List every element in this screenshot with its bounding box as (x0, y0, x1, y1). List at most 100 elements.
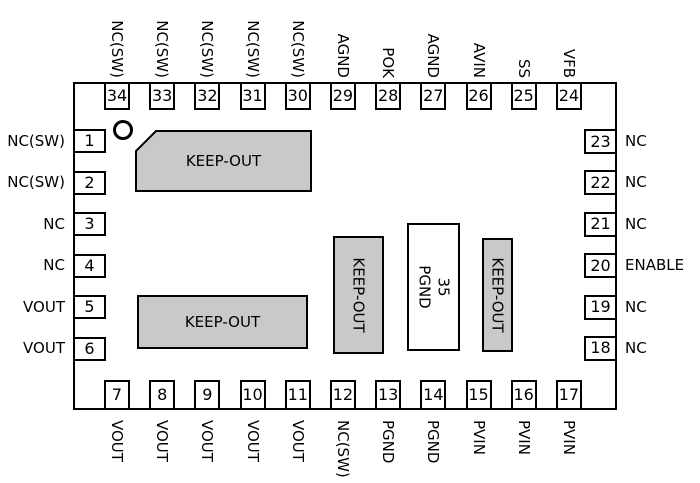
pin-label-wrap: PGND (377, 420, 399, 483)
pin-number: 18 (590, 338, 611, 358)
pin1-marker-circle (113, 120, 133, 140)
pin-box: 28 (375, 82, 402, 110)
pin-box: 15 (465, 380, 492, 410)
pin-box: 7 (104, 380, 130, 410)
pin-box: 23 (584, 129, 617, 154)
pin-number: 14 (423, 385, 444, 404)
pin-number: 30 (287, 86, 308, 105)
pin-number: 32 (197, 86, 218, 105)
pin-box: 16 (510, 380, 537, 410)
pin-unit-33: NC(SW) 33 (149, 0, 176, 110)
pin-label: PVIN (514, 420, 533, 455)
pin-number: 23 (590, 131, 611, 151)
pin-box: 30 (284, 82, 311, 110)
pin-box: 8 (149, 380, 176, 410)
pin-label-wrap: VOUT (106, 420, 128, 483)
pin-label: NC (625, 338, 647, 357)
pin-box: 18 (584, 335, 617, 361)
pin-label-wrap: AGND (422, 0, 444, 78)
pin-label: NC(SW) (153, 20, 172, 78)
pin-label: SS (514, 58, 533, 78)
pin-number: 13 (377, 385, 399, 404)
pin-number: 27 (423, 86, 444, 105)
pin-box: 13 (375, 380, 402, 410)
pin-number: 29 (332, 86, 354, 105)
pin-number: 2 (84, 172, 95, 192)
pin-box: 10 (239, 380, 266, 410)
pin-label: VOUT (108, 420, 126, 462)
keepout-region-top-left: KEEP-OUT (135, 130, 312, 192)
pin-number: 5 (84, 297, 95, 317)
pin-label-wrap: VOUT (242, 420, 264, 483)
keepout-label: KEEP-OUT (185, 152, 262, 170)
pin-unit-34: NC(SW) 34 (104, 0, 130, 110)
pin-box: 26 (465, 82, 492, 110)
pin-box: 14 (420, 380, 447, 410)
pin-number: 22 (590, 172, 611, 192)
pin-label: PVIN (469, 420, 488, 455)
pin-box: 19 (584, 294, 617, 320)
thermal-pad-text: 35 PGND (414, 265, 452, 308)
pin-box: 34 (104, 82, 130, 110)
keepout-chamfer-shape (135, 130, 312, 192)
keepout-region-mid-left: KEEP-OUT (137, 295, 308, 349)
pin-box: 4 (73, 253, 106, 278)
pin-label-wrap: VOUT (151, 420, 173, 483)
pin-label-wrap: AVIN (468, 0, 490, 78)
pin-box: 29 (329, 82, 356, 110)
pin-number: 8 (157, 385, 168, 404)
pin-label: NC (625, 297, 647, 316)
thermal-pad-label: PGND (415, 265, 434, 309)
pin-box: 5 (73, 295, 106, 320)
pin-label: VOUT (23, 297, 65, 316)
pin-label: NC (625, 214, 647, 233)
pin-box: 17 (555, 380, 582, 410)
pin-label-wrap: PVIN (558, 420, 580, 483)
pin-unit-28: POK 28 (375, 0, 402, 110)
pin-label: PGND (379, 420, 398, 464)
pin-number: 33 (152, 86, 173, 105)
pin-label: PGND (424, 420, 443, 464)
pin-unit-30: NC(SW)30 (284, 0, 311, 110)
pin-label-wrap: NC(SW) (332, 420, 354, 483)
pin-box: 32 (194, 82, 221, 110)
keepout-region-center-right: KEEP-OUT (482, 238, 513, 352)
pin-label: POK (379, 47, 398, 78)
pin-label: VOUT (243, 420, 262, 462)
pin-box: 9 (194, 380, 221, 410)
pin-unit-25: SS 25 (510, 0, 537, 110)
pin-label-wrap: NC(SW) (242, 0, 264, 78)
pin-box: 27 (420, 82, 447, 110)
pin-box: 1 (73, 129, 106, 153)
pin-label: NC (625, 132, 647, 150)
keepout-label: KEEP-OUT (488, 257, 507, 333)
pin-label-wrap: VOUT (287, 420, 309, 483)
pin-number: 12 (332, 385, 354, 404)
pin-unit-2: NC(SW)2 (0, 170, 106, 195)
pin-unit-32: NC(SW)32 (194, 0, 221, 110)
pin-label-wrap: PGND (422, 420, 444, 483)
pin-label: AVIN (469, 42, 488, 78)
pin-unit-23: 23 NC (584, 129, 700, 154)
pin-label-wrap: NC(SW) (106, 0, 128, 78)
pin-number: 25 (513, 86, 534, 105)
pin-unit-31: NC(SW)31 (239, 0, 266, 110)
pin-label: NC (43, 256, 65, 275)
pin-label-wrap: PVIN (468, 420, 490, 483)
pin-label: PVIN (559, 420, 578, 455)
pin-label: NC(SW) (243, 20, 262, 78)
pin-number: 11 (287, 385, 308, 404)
